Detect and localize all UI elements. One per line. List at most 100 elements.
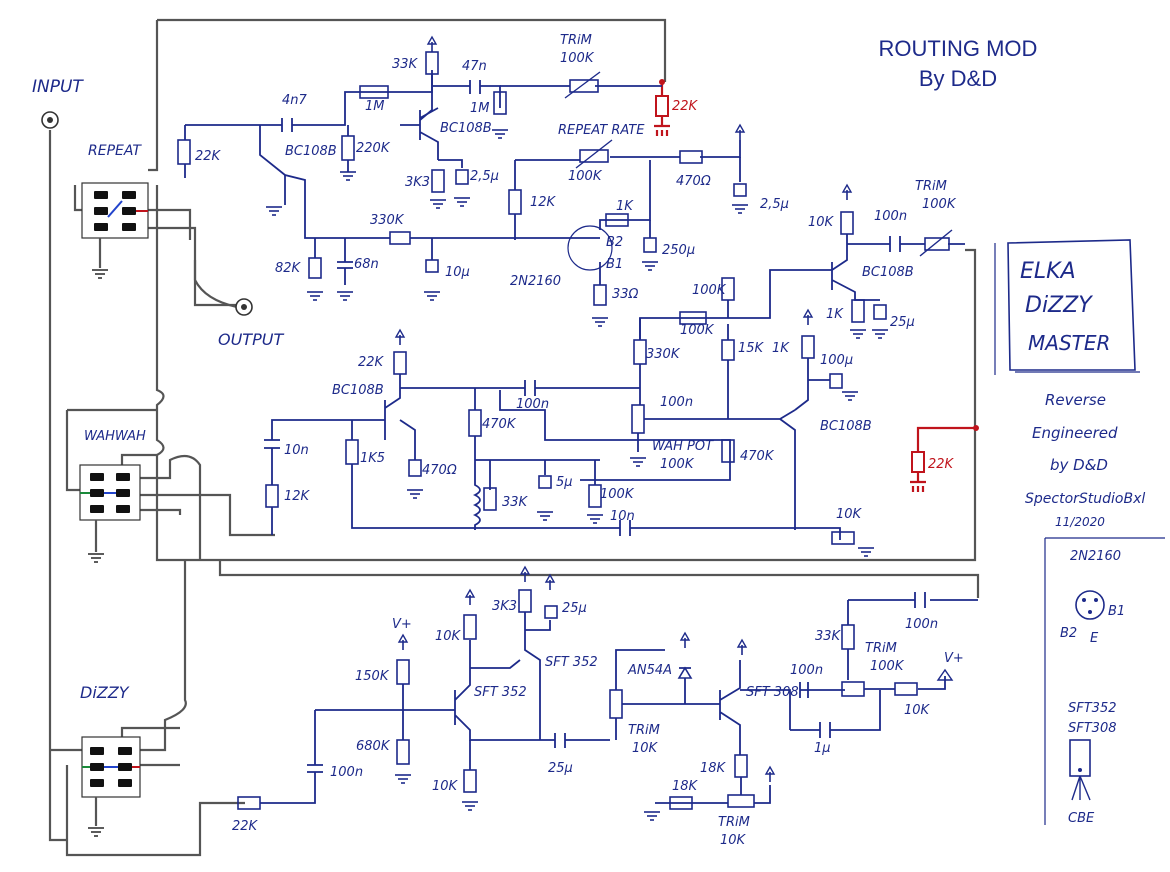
wahwah-switch xyxy=(79,464,141,521)
component-label: 2,5μ xyxy=(470,169,499,184)
box-line-3: MASTER xyxy=(1028,331,1110,355)
component-label: 33K xyxy=(392,57,419,72)
component-label: REPEAT RATE xyxy=(558,123,645,138)
dizzy-circuit xyxy=(237,566,978,821)
component-label: 10K xyxy=(632,741,659,756)
component-label: BC108B xyxy=(285,144,337,159)
component-label: 33K xyxy=(815,629,842,644)
component-label: TRiM xyxy=(915,179,947,194)
component-label: 68n xyxy=(354,257,379,272)
component-label: 25μ xyxy=(562,601,587,616)
title-line-1: ROUTING MOD xyxy=(879,36,1038,61)
labels: ROUTING MOD By D&D ELKA DiZZY MASTER Rev… xyxy=(32,33,1145,848)
credit-line-1: Reverse xyxy=(1045,391,1106,409)
pinout-part2b: SFT308 xyxy=(1068,721,1116,736)
component-label: TRiM xyxy=(718,815,750,830)
component-label: 33Ω xyxy=(612,287,639,302)
component-label: 4n7 xyxy=(282,93,308,108)
component-label: BC108B xyxy=(332,383,384,398)
component-label: 470Ω xyxy=(422,463,457,478)
component-label: 25μ xyxy=(890,315,915,330)
component-label: 5μ xyxy=(556,475,573,490)
pinout-part1: 2N2160 xyxy=(1070,549,1121,564)
component-label: 470Ω xyxy=(676,174,711,189)
repeat-switch xyxy=(81,182,149,239)
component-label: B1 xyxy=(606,257,623,272)
component-label: 22K xyxy=(358,355,385,370)
component-label: 12K xyxy=(284,489,311,504)
component-label: 100K xyxy=(660,457,695,472)
component-label: 1K5 xyxy=(360,451,385,466)
component-label: 470K xyxy=(482,417,517,432)
component-label: 25μ xyxy=(548,761,573,776)
component-label: 3K3 xyxy=(405,175,430,190)
component-label: 10n xyxy=(284,443,309,458)
component-label: 100K xyxy=(568,169,603,184)
component-label: 100K xyxy=(922,197,957,212)
component-label: 1K xyxy=(616,199,634,214)
repeat-switch-label: REPEAT xyxy=(88,143,142,159)
component-label: 470K xyxy=(740,449,775,464)
component-label: 10μ xyxy=(445,265,470,280)
dizzy-switch xyxy=(81,736,141,798)
component-label: 12K xyxy=(530,195,557,210)
component-label: 150K xyxy=(355,669,390,684)
title-box xyxy=(994,239,1140,375)
component-label: 100K xyxy=(600,487,635,502)
component-label: 1M xyxy=(365,99,385,114)
output-stage xyxy=(639,184,965,340)
component-label: 22K xyxy=(232,819,259,834)
component-label: 100n xyxy=(874,209,907,224)
box-line-2: DiZZY xyxy=(1025,293,1093,318)
component-label: 10K xyxy=(720,833,747,848)
component-label: 100K xyxy=(870,659,905,674)
repeat-circuit xyxy=(177,36,749,327)
component-label: BC108B xyxy=(820,419,872,434)
component-label: 330K xyxy=(370,213,405,228)
component-label: 1μ xyxy=(814,741,831,756)
component-label: 100n xyxy=(790,663,823,678)
component-label: 680K xyxy=(356,739,391,754)
component-label: TRiM xyxy=(560,33,592,48)
red-resistor-top xyxy=(654,79,670,136)
component-label: 3K3 xyxy=(492,599,517,614)
component-label: 10n xyxy=(610,509,635,524)
component-label: 22K xyxy=(195,149,222,164)
component-label: 10K xyxy=(904,703,931,718)
red-resistor-right xyxy=(910,425,979,492)
component-label: 10K xyxy=(808,215,835,230)
component-label: 82K xyxy=(275,261,302,276)
red-resistor-top-label: 22K xyxy=(672,99,699,114)
credit-line-4: SpectorStudioBxl xyxy=(1025,491,1145,507)
output-jack xyxy=(193,260,253,316)
component-label: BC108B xyxy=(862,265,914,280)
pinout-b2: B2 xyxy=(1060,626,1077,641)
component-label: V+ xyxy=(944,651,964,666)
component-label: TRiM xyxy=(628,723,660,738)
component-label: 100K xyxy=(680,323,715,338)
component-label: 10K xyxy=(435,629,462,644)
red-resistor-right-label: 22K xyxy=(928,457,955,472)
component-label: 2N2160 xyxy=(510,274,561,289)
pinout-area xyxy=(1044,537,1165,825)
dizzy-switch-label: DiZZY xyxy=(80,683,130,702)
component-label: 100n xyxy=(330,765,363,780)
input-jack xyxy=(41,111,59,129)
component-label: 33K xyxy=(502,495,529,510)
component-label: B2 xyxy=(606,235,623,250)
component-label: 1M xyxy=(470,101,490,116)
pinout-b1: B1 xyxy=(1108,604,1125,619)
component-label: TRiM xyxy=(865,641,897,656)
component-label: SFT 308 xyxy=(746,685,799,700)
pinout-cbe: CBE xyxy=(1068,811,1095,826)
wahwah-switch-label: WAHWAH xyxy=(84,429,146,444)
credit-line-5: 11/2020 xyxy=(1055,515,1105,529)
component-label: 100μ xyxy=(820,353,853,368)
component-label: BC108B xyxy=(440,121,492,136)
component-label: 10K xyxy=(432,779,459,794)
component-label: 250μ xyxy=(662,243,695,258)
title-line-2: By D&D xyxy=(919,66,997,91)
output-label: OUTPUT xyxy=(218,330,284,349)
component-label: V+ xyxy=(392,617,412,632)
